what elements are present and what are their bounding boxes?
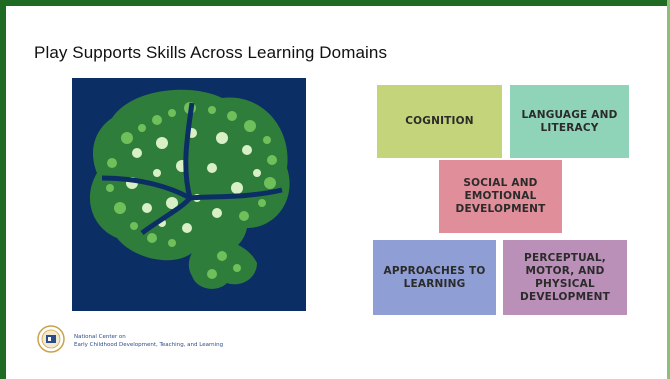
slide-frame-right (667, 0, 670, 379)
domain-perceptual-motor-physical: PERCEPTUAL, MOTOR, AND PHYSICAL DEVELOPM… (503, 240, 627, 315)
slide-title: Play Supports Skills Across Learning Dom… (34, 43, 388, 62)
footer-org-line1: National Center on (74, 334, 126, 340)
slide-frame-left (0, 0, 6, 379)
footer-org-text: National Center on Early Childhood Devel… (74, 333, 223, 349)
seal-logo-icon (37, 325, 65, 353)
brain-hands-icon (72, 78, 306, 311)
footer-org-line2: Early Childhood Development, Teaching, a… (74, 342, 224, 348)
domain-cognition: COGNITION (377, 85, 502, 158)
domain-social-emotional: SOCIAL AND EMOTIONAL DEVELOPMENT (439, 160, 562, 233)
slide-frame-top (0, 0, 670, 6)
domain-approaches-learning: APPROACHES TO LEARNING (373, 240, 496, 315)
domain-language-literacy: LANGUAGE AND LITERACY (510, 85, 629, 158)
